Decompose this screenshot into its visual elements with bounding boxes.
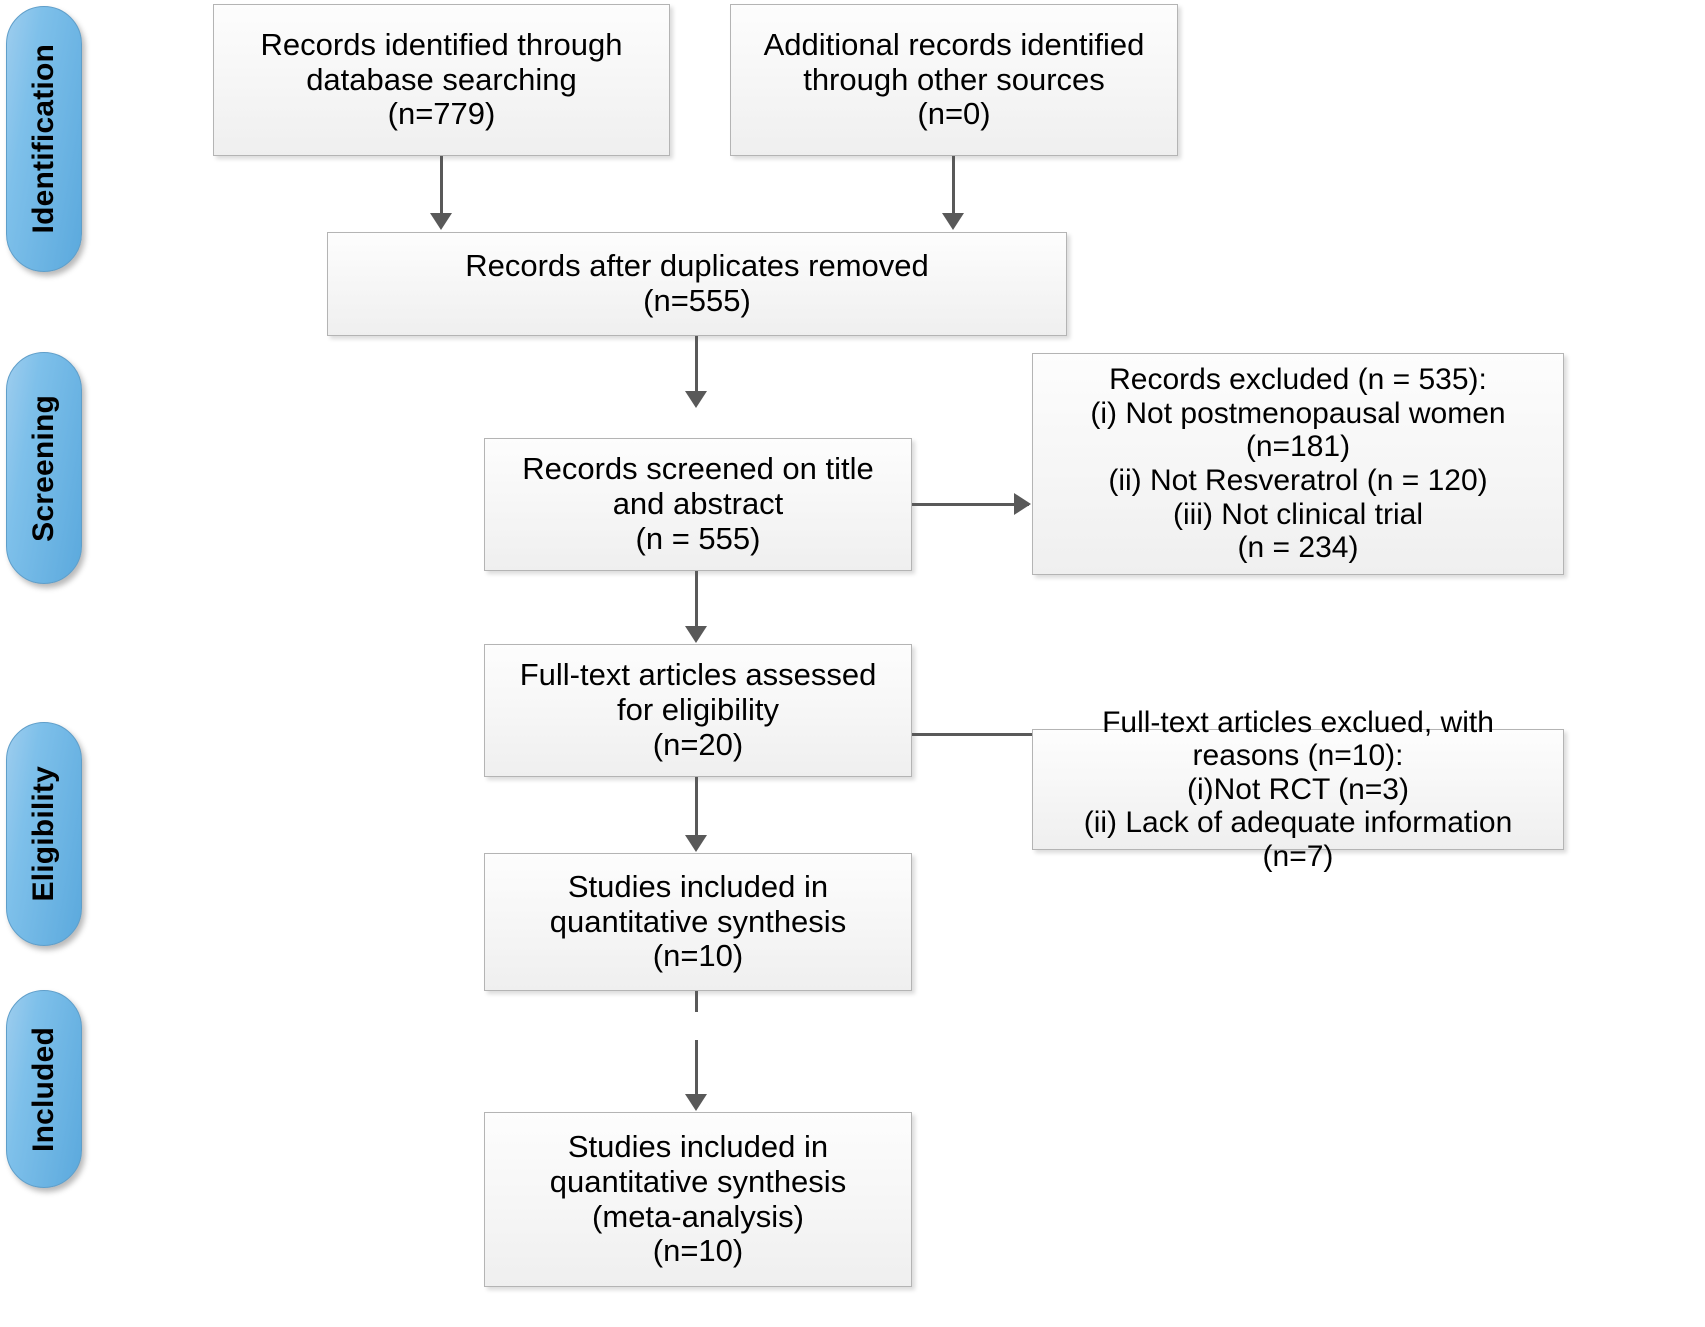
stage-pill-included: Included — [6, 990, 82, 1188]
box-records-screened: Records screened on title and abstract (… — [484, 438, 912, 571]
connector-fulltext-to-studies — [695, 777, 698, 838]
connector-studies-to-meta-lower — [695, 1040, 698, 1108]
box-records-identified-database: Records identified through database sear… — [213, 4, 670, 156]
box-full-text-excluded-text: Full-text articles exclued, with reasons… — [1083, 705, 1513, 873]
box-studies-included-meta-analysis: Studies included in quantitative synthes… — [484, 1112, 912, 1287]
stage-pill-eligibility: Eligibility — [6, 722, 82, 946]
box-records-identified-database-text: Records identified through database sear… — [260, 26, 623, 132]
box-studies-included-quantitative: Studies included in quantitative synthes… — [484, 853, 912, 991]
arrowhead-db-to-duplicates — [430, 213, 452, 230]
connector-screened-to-excluded — [912, 503, 1029, 506]
box-additional-records-other-sources: Additional records identified through ot… — [730, 4, 1178, 156]
arrowhead-duplicates-to-screened — [685, 391, 707, 408]
connector-screened-to-fulltext — [695, 571, 698, 629]
box-full-text-assessed-text: Full-text articles assessed for eligibil… — [519, 657, 877, 762]
arrowhead-other-to-duplicates — [942, 213, 964, 230]
box-records-excluded-text: Records excluded (n = 535): (i) Not post… — [1090, 363, 1506, 565]
connector-db-to-duplicates — [440, 156, 443, 216]
box-full-text-assessed: Full-text articles assessed for eligibil… — [484, 644, 912, 777]
box-studies-included-quantitative-text: Studies included in quantitative synthes… — [549, 868, 847, 974]
box-records-after-duplicates-removed-text: Records after duplicates removed (n=555) — [465, 248, 929, 318]
box-records-excluded: Records excluded (n = 535): (i) Not post… — [1032, 353, 1564, 575]
stage-label-screening: Screening — [27, 394, 60, 542]
box-additional-records-other-sources-text: Additional records identified through ot… — [763, 26, 1145, 132]
box-studies-included-meta-analysis-text: Studies included in quantitative synthes… — [549, 1129, 847, 1269]
stage-label-included: Included — [27, 1026, 60, 1152]
connector-studies-to-meta — [695, 991, 698, 1012]
arrowhead-screened-to-excluded — [1014, 493, 1031, 515]
stage-label-identification: Identification — [27, 44, 60, 234]
arrowhead-screened-to-fulltext — [685, 626, 707, 643]
stage-pill-screening: Screening — [6, 352, 82, 584]
box-records-after-duplicates-removed: Records after duplicates removed (n=555) — [327, 232, 1067, 336]
arrowhead-fulltext-to-studies — [685, 835, 707, 852]
connector-other-to-duplicates — [952, 156, 955, 216]
arrowhead-studies-to-meta — [685, 1094, 707, 1111]
box-full-text-excluded: Full-text articles exclued, with reasons… — [1032, 706, 1564, 873]
stage-pill-identification: Identification — [6, 6, 82, 272]
stage-label-eligibility: Eligibility — [27, 766, 60, 902]
box-records-screened-text: Records screened on title and abstract (… — [522, 451, 874, 556]
connector-duplicates-to-screened — [695, 336, 698, 394]
connector-fulltext-elbow-top — [912, 733, 1049, 736]
